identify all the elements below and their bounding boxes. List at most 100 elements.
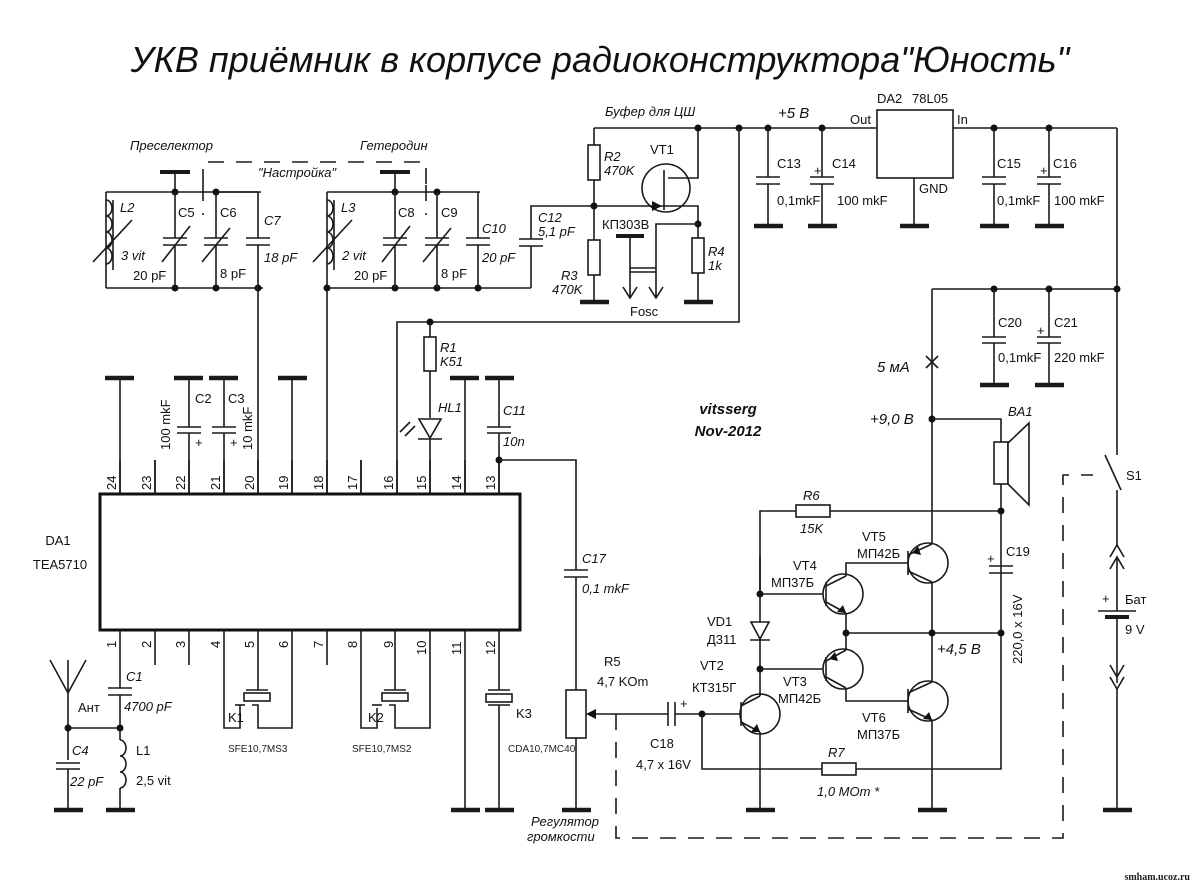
da2-gnd-label: GND [919,181,948,196]
audio-amplifier: + C18 4,7 x 16V R7 1,0 MOm * VT2 КТ315Г … [636,488,1030,813]
trimmer-capacitor-c9 [422,227,452,263]
resistor-r4 [691,237,705,274]
l2-ref: L2 [120,200,135,215]
led-hl1 [417,418,443,440]
c8-ref: C8 [398,205,415,220]
inductor-l2 [105,199,113,265]
battery-voltage: 9 V [1125,622,1145,637]
ic-pin-label: 12 [483,641,498,655]
da2-out-label: Out [850,112,871,127]
power-regulator: +5 В C13 0,1mkF + C14 100 mkF DA2 78L05 … [754,91,1118,455]
l3-value: 2 vit [341,248,367,263]
watermark: smham.ucoz.ru [1124,872,1190,883]
c16-ref: C16 [1053,156,1077,171]
c7-value: 18 pF [264,250,298,265]
da2-ref: DA2 [877,91,902,106]
ic-pin-label: 4 [208,641,223,648]
inductor-l1 [119,739,127,789]
r5-value: 4,7 KOm [597,674,648,689]
ic-body [98,492,522,632]
ic-pin-label: 6 [276,641,291,648]
c2-ref: C2 [195,391,212,406]
plus-sign: + [1040,163,1048,178]
c21-value: 220 mkF [1054,350,1105,365]
inductor-l3 [326,199,334,265]
c11-ref: C11 [503,403,526,418]
speaker-icon [993,441,1009,485]
c18-ref: C18 [650,736,674,751]
ic-part: TEA5710 [33,557,87,572]
ic-pin-label: 20 [242,476,257,490]
l2-value: 3 vit [121,248,146,263]
vt4-ref: VT4 [793,558,817,573]
vd1-value: Д311 [707,632,737,647]
c13-value: 0,1mkF [777,193,820,208]
transistor-vt3 [822,648,864,690]
voltage-4v5-label: +4,5 В [937,641,981,658]
c10-ref: C10 [482,221,507,236]
ic-pin-label: 9 [381,641,396,648]
vt2-ref: VT2 [700,658,724,673]
r4-value: 1k [708,258,723,273]
c2-value: 100 mkF [158,399,173,450]
ic-pin-label: 15 [414,476,429,490]
antenna-label: Ант [78,700,100,715]
resistor-r1 [423,336,437,372]
speaker-ba1: BA1 [932,404,1033,600]
c19-ref: C19 [1006,544,1030,559]
ic-pin-label: 8 [345,641,360,648]
plus-sign: + [230,435,238,450]
vt2-value: КТ315Г [692,680,736,695]
resistor-r3 [587,239,601,276]
c9-value: 8 pF [441,266,467,281]
trimmer-capacitor-c6 [201,227,231,263]
c21-ref: C21 [1054,315,1078,330]
preselector-circuit: Преселектор Гетеродин "Настройка" L2 3 v… [92,138,428,505]
c13-ref: C13 [777,156,801,171]
resistor-r7 [821,762,857,776]
switch-s1[interactable] [1104,454,1122,491]
da2-part: 78L05 [912,91,948,106]
heterodyne-label: Гетеродин [360,138,428,153]
supply-rail-9v: 5 мА C20 0,1mkF + C21 220 mkF +9,0 В [870,285,1121,810]
preselector-label: Преселектор [130,138,213,153]
ic-pin-label: 3 [173,641,188,648]
ic-pin-label: 21 [208,476,223,490]
plus-sign: + [680,696,688,711]
ic-pin-label: 17 [345,476,360,490]
variable-capacitor-c5 [161,225,191,263]
transistor-vt2 [739,693,781,735]
jfet-vt1 [641,163,691,213]
author-label: vitsserg [699,401,757,418]
k3-value: CDA10,7MC40 [508,744,576,755]
ceramic-filter-k1 [243,692,271,702]
c3-value: 10 mkF [240,407,255,450]
resistor-r6 [795,504,831,518]
ic-pin-label: 16 [381,476,396,490]
ic-pin-label: 1 [104,641,119,648]
c10-value: 20 pF [481,250,516,265]
transistor-vt5 [907,542,949,584]
r3-value: 470K [552,282,584,297]
c9-ref: C9 [441,205,458,220]
ic-pin-label: 5 [242,641,257,648]
ceramic-resonator-k3 [485,693,513,703]
c6-value: 8 pF [220,266,246,281]
l3-ref: L3 [341,200,356,215]
ganged-tuning-link [202,161,427,185]
vd1-ref: VD1 [707,614,732,629]
ic-top-connections: C2 + 100 mkF C3 + 10 mkF R1 K51 HL1 C11 … [105,318,630,690]
c5-ref: C5 [178,205,195,220]
connector-icon [1109,543,1125,558]
hl1-ref: HL1 [438,400,462,415]
c12-value: 5,1 pF [538,224,576,239]
c1-ref: C1 [126,669,143,684]
volume-label-2: громкости [527,829,595,844]
transistor-vt4 [822,573,864,615]
vt4-value: МП37Б [771,575,814,590]
ic-pin-label: 18 [311,476,326,490]
